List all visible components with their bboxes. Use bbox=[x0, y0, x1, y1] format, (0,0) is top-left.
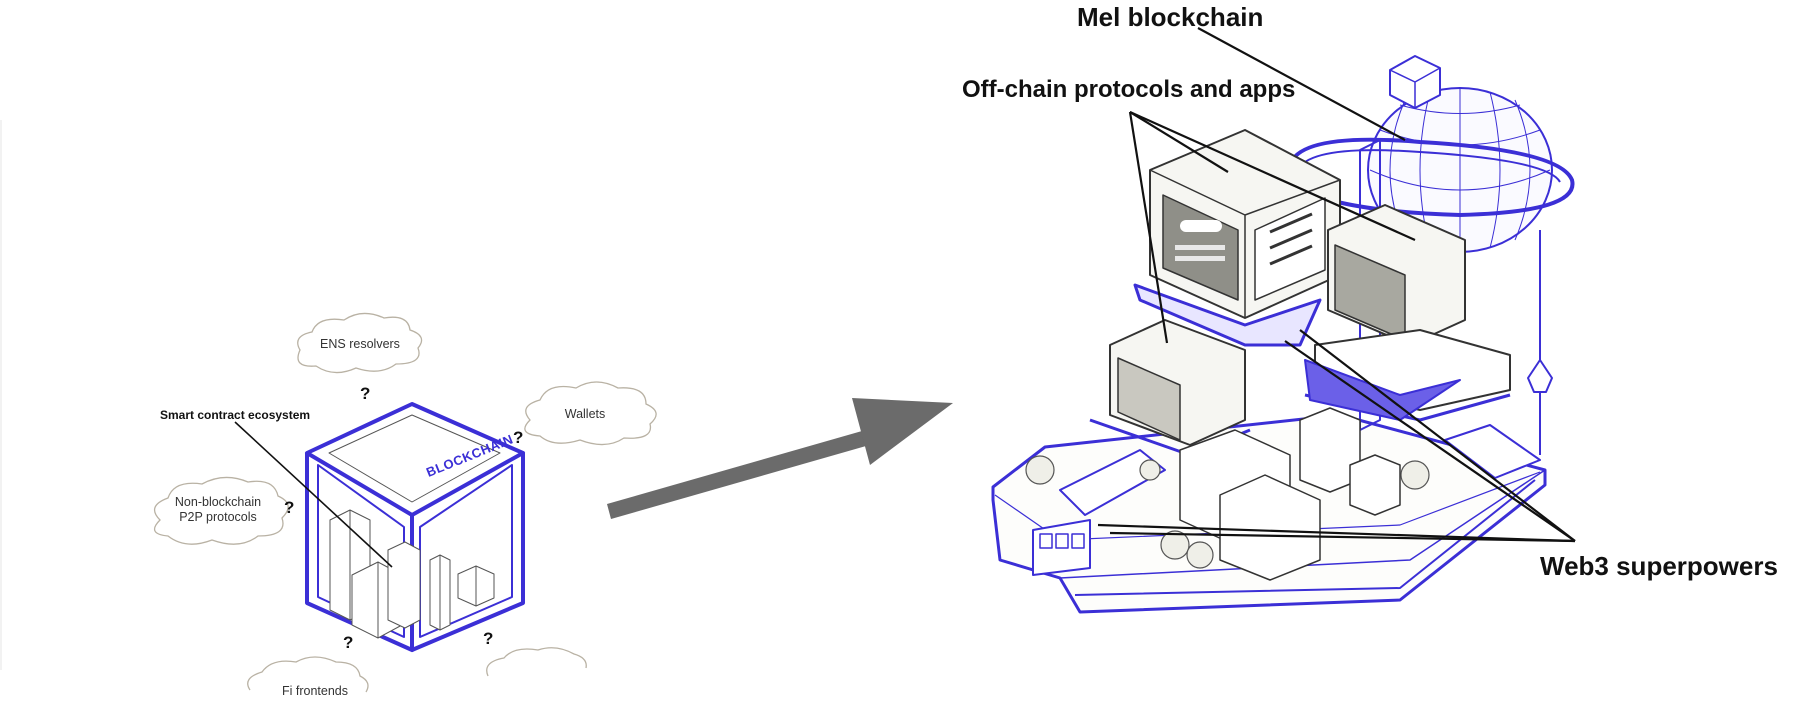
question-mark-ens: ? bbox=[360, 384, 371, 403]
cloud-partial bbox=[486, 647, 587, 677]
cloud-wallets bbox=[524, 381, 657, 446]
mel-city-illustration bbox=[991, 55, 1575, 614]
question-mark-partial: ? bbox=[483, 629, 494, 648]
cloud-ens bbox=[297, 312, 423, 374]
cloud-defi bbox=[247, 656, 369, 693]
callout-line bbox=[234, 421, 393, 568]
question-mark-wallets: ? bbox=[513, 428, 524, 447]
cloud-p2p-label-line2: P2P protocols bbox=[179, 510, 257, 524]
question-mark-p2p: ? bbox=[284, 498, 295, 517]
question-mark-defi: ? bbox=[343, 633, 354, 652]
callout-lines-right bbox=[1097, 27, 1576, 543]
label-web3-superpowers: Web3 superpowers bbox=[1540, 551, 1778, 581]
blockchain-cube bbox=[305, 402, 525, 652]
label-mel-blockchain: Mel blockchain bbox=[1077, 2, 1264, 32]
callout-smart-contract: Smart contract ecosystem bbox=[160, 408, 311, 422]
cloud-defi-label: Fi frontends bbox=[282, 684, 349, 698]
cloud-p2p-label-line1: Non-blockchain bbox=[174, 495, 262, 509]
transition-arrow bbox=[607, 398, 953, 519]
cloud-p2p bbox=[153, 476, 289, 545]
label-offchain: Off-chain protocols and apps bbox=[962, 76, 1296, 103]
cloud-ens-label: ENS resolvers bbox=[320, 337, 400, 351]
cloud-wallets-label: Wallets bbox=[564, 407, 606, 421]
